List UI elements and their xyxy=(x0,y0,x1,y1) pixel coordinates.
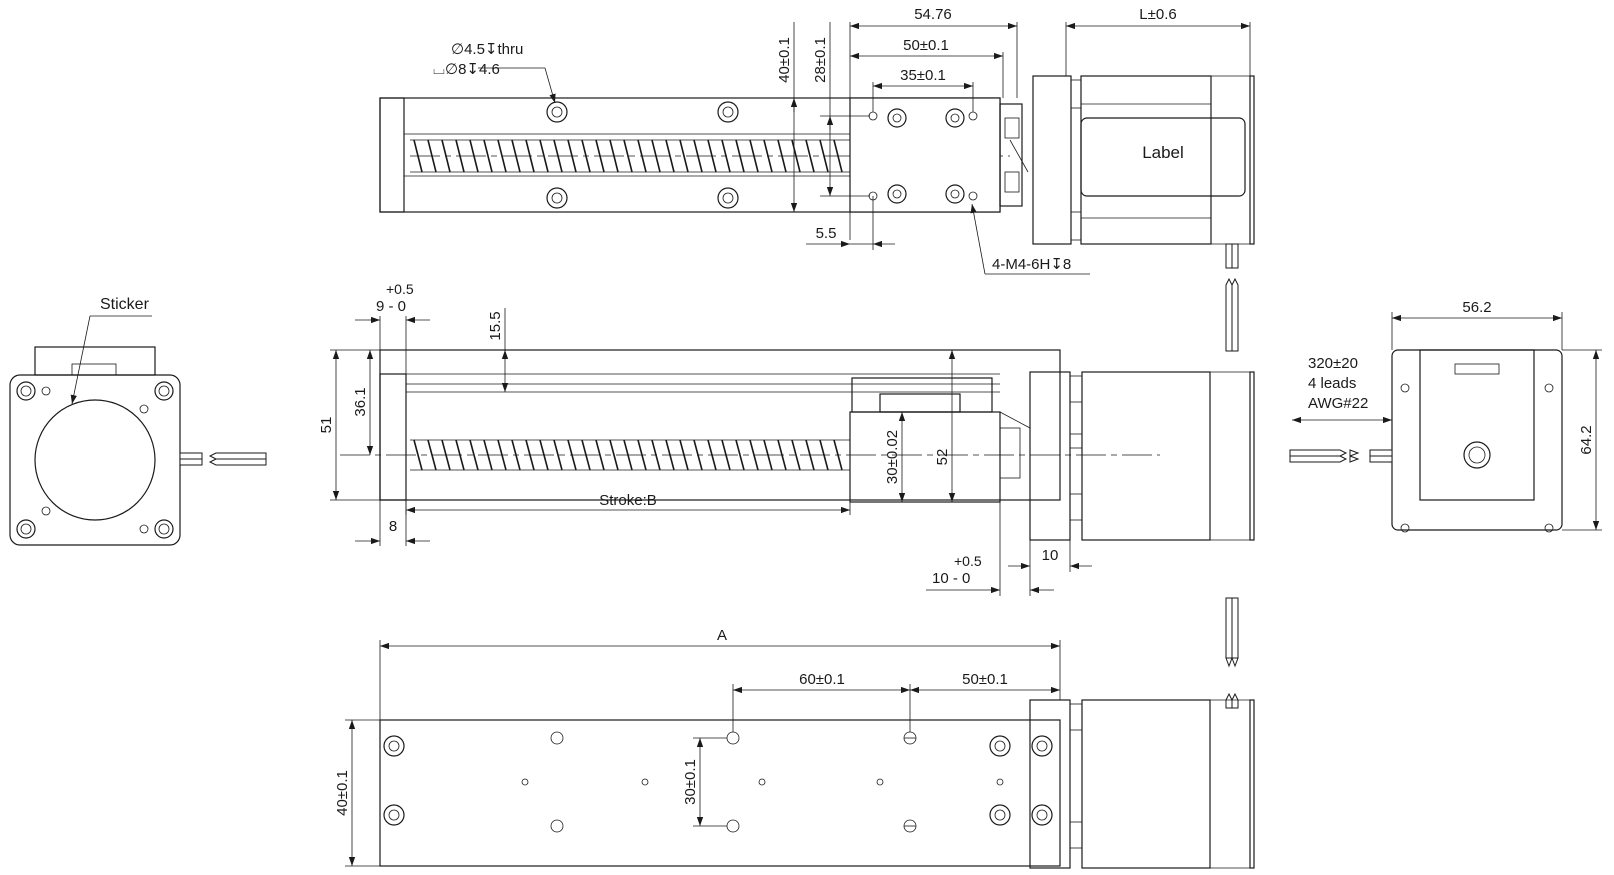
right-end-view: 56.2 64.2 320±20 4 leads AWG#22 xyxy=(1289,299,1602,533)
dim-carriage-hole-pitch: 28±0.1 xyxy=(812,37,829,83)
dim-carriage-hole-span: 50±0.1 xyxy=(903,37,949,54)
top-view: Label 54.76 50±0.1 35±0.1 L±0.6 40±0.1 2… xyxy=(379,6,1255,275)
dim-overall-height: 51 xyxy=(318,417,335,434)
dim-screw-height: 36.1 xyxy=(352,387,369,416)
dim-motor-length: L±0.6 xyxy=(1139,6,1176,23)
callout-hole-cbore: ⌴∅8↧4.6 xyxy=(433,61,500,78)
callout-hole-thru: ∅4.5↧thru xyxy=(451,41,523,58)
dim-rail-top: 15.5 xyxy=(487,311,504,340)
dim-body-width-bottom: 40±0.1 xyxy=(334,770,351,816)
side-view: +0.5 9 - 0 15.5 51 36.1 30±0.02 52 Strok… xyxy=(318,281,1255,596)
dim-motor-plate: 10 xyxy=(1042,547,1059,564)
dim-end-plate-tol: +0.5 xyxy=(386,281,414,297)
lead-length: 320±20 xyxy=(1308,355,1358,372)
dim-motor-flange-tol: +0.5 xyxy=(954,553,982,569)
dim-hole-pitch-c: 30±0.1 xyxy=(682,759,699,805)
lead-wire-breaks xyxy=(1225,277,1239,709)
motor-label-text: Label xyxy=(1142,143,1184,162)
dim-end-plate: 9 - 0 xyxy=(376,298,406,315)
lead-gauge: AWG#22 xyxy=(1308,395,1368,412)
dim-carriage-inner-span: 35±0.1 xyxy=(900,67,946,84)
dim-hole-pitch-b: 50±0.1 xyxy=(962,671,1008,688)
dim-motor-flange: 10 - 0 xyxy=(932,570,970,587)
lead-count: 4 leads xyxy=(1308,375,1356,392)
sticker-label: Sticker xyxy=(100,296,150,313)
dim-overall-length: A xyxy=(717,627,727,644)
dim-end-height: 64.2 xyxy=(1578,425,1595,454)
dim-carriage-center: 30±0.02 xyxy=(884,430,901,484)
dim-carriage-height: 52 xyxy=(934,449,951,466)
bottom-view: A 60±0.1 50±0.1 40±0.1 30±0.1 xyxy=(334,627,1255,869)
callout-tapped-holes: 4-M4-6H↧8 xyxy=(992,256,1071,273)
dim-hole-pitch-a: 60±0.1 xyxy=(799,671,845,688)
dim-end-offset: 8 xyxy=(389,518,397,535)
stroke-label: Stroke:B xyxy=(599,492,657,509)
dim-end-width: 56.2 xyxy=(1462,299,1491,316)
dim-carriage-width: 54.76 xyxy=(914,6,952,23)
left-end-view: Sticker xyxy=(9,296,267,546)
dim-hole-offset: 5.5 xyxy=(816,225,837,242)
dim-body-width-top: 40±0.1 xyxy=(776,37,793,83)
